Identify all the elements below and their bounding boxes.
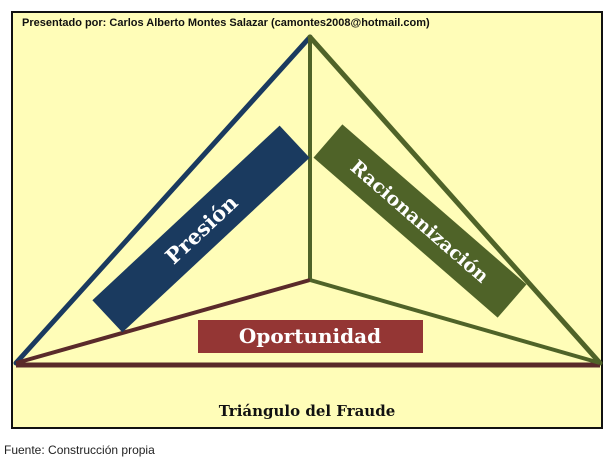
edge-left	[13, 34, 313, 366]
source-caption: Fuente: Construcción propia	[4, 443, 155, 457]
opportunity-label: Oportunidad	[239, 324, 381, 348]
inner-line-left	[15, 278, 311, 365]
author-credit: Presentado por: Carlos Alberto Montes Sa…	[22, 17, 430, 29]
diagram-title: Triángulo del Fraude	[218, 402, 396, 420]
inner-line-right	[309, 278, 601, 365]
opportunity-label-box: Oportunidad	[198, 320, 423, 353]
edge-right	[307, 34, 603, 366]
rationalization-label: Racionanización	[346, 156, 493, 288]
diagram-frame	[11, 11, 603, 429]
